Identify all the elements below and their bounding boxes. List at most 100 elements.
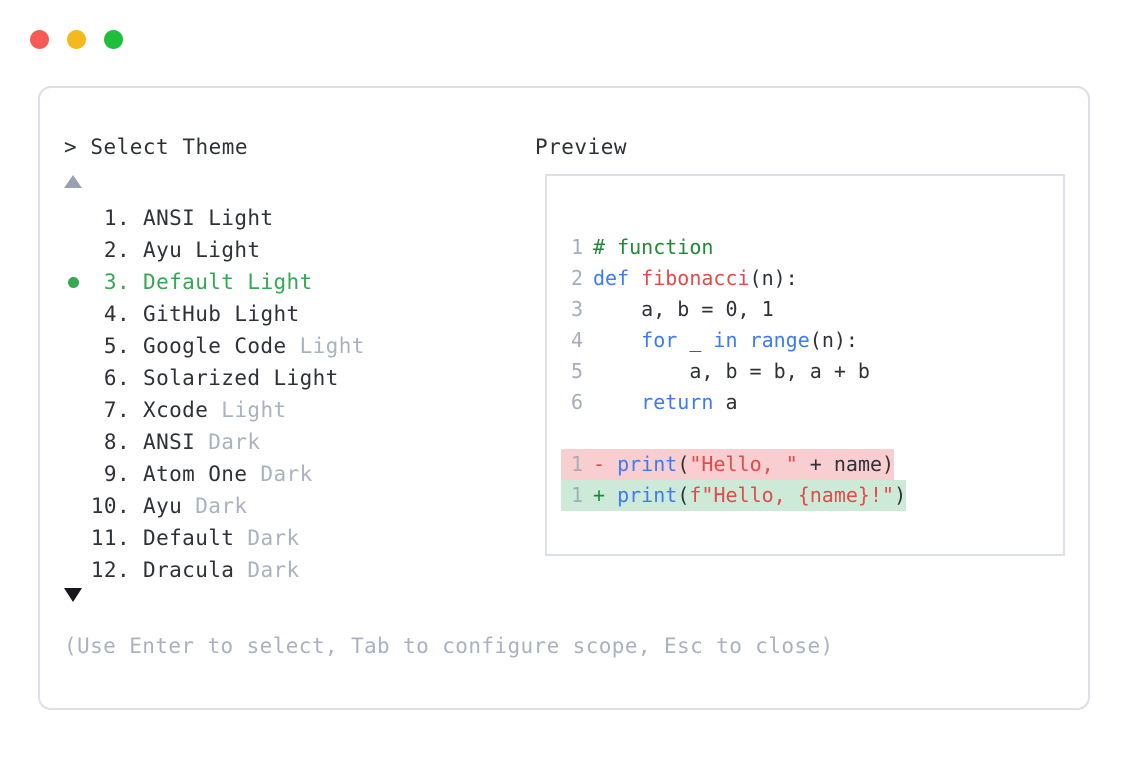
theme-item-name: Atom One [130, 462, 248, 486]
theme-item-variant: Light [208, 398, 287, 422]
theme-item-number: 2. [103, 238, 130, 262]
code-token: def [593, 266, 642, 290]
theme-list-item[interactable]: 9. Atom One Dark [64, 458, 524, 490]
theme-item-number: 5. [103, 334, 130, 358]
code-token: in [713, 328, 738, 352]
keyboard-hint: (Use Enter to select, Tab to configure s… [64, 634, 834, 658]
theme-item-variant: Dark [182, 494, 248, 518]
code-line: 6 return a [561, 387, 906, 418]
theme-item-variant: Light [234, 270, 313, 294]
theme-list-item[interactable]: 3. Default Light [64, 266, 524, 298]
diff-spacer [605, 483, 617, 507]
selected-indicator-icon [68, 277, 79, 288]
code-token: (n): [749, 266, 798, 290]
theme-item-variant: Light [182, 238, 261, 262]
page-title: Select Theme [90, 135, 249, 159]
prompt-caret-icon: > [64, 135, 78, 159]
theme-list-item[interactable]: 6. Solarized Light [64, 362, 524, 394]
line-number: 6 [570, 390, 583, 414]
theme-list-item[interactable]: 11. Default Dark [64, 522, 524, 554]
code-token: # function [593, 235, 714, 259]
theme-item-number: 3. [103, 270, 130, 294]
theme-list-item[interactable]: 12. Dracula Dark [64, 554, 524, 586]
code-token: for [641, 328, 678, 352]
line-number: 5 [570, 359, 583, 383]
code-token: _ [677, 328, 714, 352]
code-token: print [617, 483, 678, 507]
code-token: print [617, 452, 678, 476]
theme-list-item[interactable]: 7. Xcode Light [64, 394, 524, 426]
theme-item-variant: Light [286, 334, 365, 358]
diff-added-line: 1+ print(f"Hello, {name}!") [561, 480, 907, 511]
line-number: 3 [570, 297, 583, 321]
diff-sign: - [593, 452, 606, 476]
close-window-button[interactable] [30, 30, 49, 49]
code-token: a [713, 390, 738, 414]
theme-list-item[interactable]: 4. GitHub Light [64, 298, 524, 330]
diff-line: 1+ print(f"Hello, {name}!") [561, 480, 907, 511]
line-number: 4 [570, 328, 583, 352]
theme-item-name: Ayu [130, 238, 183, 262]
code-token: "Hello, " [689, 452, 798, 476]
theme-list-item[interactable]: 10. Ayu Dark [64, 490, 524, 522]
theme-item-variant: Dark [195, 430, 261, 454]
theme-item-variant: Light [260, 366, 339, 390]
code-token: 1 [761, 297, 774, 321]
window-titlebar [30, 30, 123, 49]
code-token: ( [677, 452, 690, 476]
line-number: 1 [570, 483, 583, 507]
theme-item-name: Default [130, 270, 235, 294]
code-token [593, 390, 641, 414]
minimize-window-button[interactable] [67, 30, 86, 49]
theme-item-name: Ayu [130, 494, 183, 518]
line-number: 1 [570, 235, 583, 259]
theme-item-name: GitHub [130, 302, 222, 326]
code-token: a, b = [593, 297, 726, 321]
scroll-up-icon[interactable] [64, 175, 82, 188]
theme-list-item[interactable]: 5. Google Code Light [64, 330, 524, 362]
code-token: + name) [797, 452, 895, 476]
theme-item-variant: Dark [234, 558, 300, 582]
theme-item-variant: Light [195, 206, 274, 230]
code-line: 3 a, b = 0, 1 [561, 294, 906, 325]
theme-item-variant: Light [221, 302, 300, 326]
code-line: 5 a, b = b, a + b [561, 356, 906, 387]
diff-sign: + [593, 483, 606, 507]
theme-item-name: Xcode [130, 398, 209, 422]
preview-label: Preview [535, 135, 628, 159]
code-token: ) [894, 483, 907, 507]
theme-item-name: Default [130, 526, 235, 550]
theme-item-number: 1. [103, 206, 130, 230]
code-token: , [737, 297, 762, 321]
theme-item-name: ANSI [130, 430, 196, 454]
theme-list-item[interactable]: 8. ANSI Dark [64, 426, 524, 458]
code-line: 4 for _ in range(n): [561, 325, 906, 356]
theme-item-variant: Dark [234, 526, 300, 550]
maximize-window-button[interactable] [104, 30, 123, 49]
code-token [593, 328, 641, 352]
code-token: (n): [809, 328, 858, 352]
theme-item-number: 6. [103, 366, 130, 390]
line-number: 1 [570, 452, 583, 476]
theme-item-number: 10. [90, 494, 130, 518]
theme-list-item[interactable]: 2. Ayu Light [64, 234, 524, 266]
line-number: 2 [570, 266, 583, 290]
theme-item-name: Dracula [130, 558, 235, 582]
theme-item-number: 8. [103, 430, 130, 454]
diff-removed-line: 1- print("Hello, " + name) [561, 449, 895, 480]
code-token [738, 328, 750, 352]
diff-block: 1- print("Hello, " + name)1+ print(f"Hel… [561, 449, 907, 511]
theme-item-number: 4. [103, 302, 130, 326]
theme-item-name: Google Code [130, 334, 287, 358]
code-token: f"Hello, {name}!" [689, 483, 895, 507]
code-token: 0 [725, 297, 738, 321]
theme-list-item[interactable]: 1. ANSI Light [64, 202, 524, 234]
scroll-down-icon[interactable] [64, 588, 82, 602]
theme-item-number: 9. [103, 462, 130, 486]
prompt-row: > Select Theme [64, 135, 248, 159]
